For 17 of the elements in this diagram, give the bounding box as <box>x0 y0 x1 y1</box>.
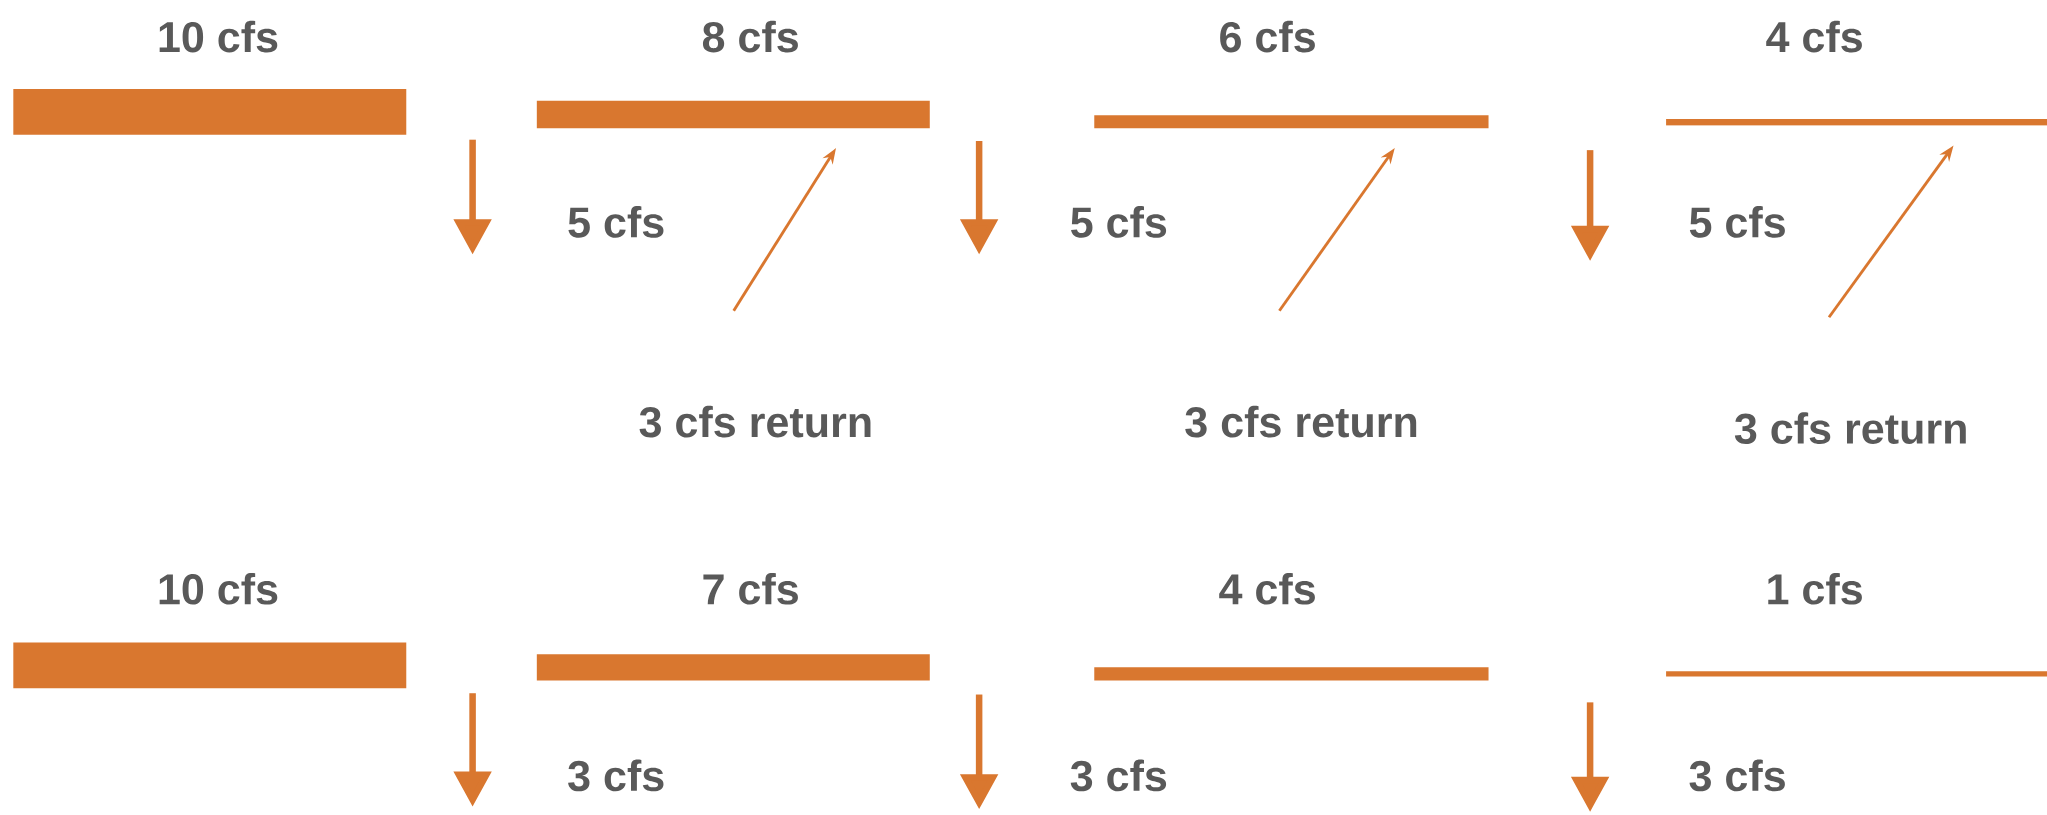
flow-label: 4 cfs <box>1766 20 1862 53</box>
return-label: 3 cfs return <box>1185 406 1417 438</box>
return-label: 3 cfs return <box>1734 412 1966 445</box>
flow-label: 4 cfs <box>1219 573 1315 605</box>
flow-label: 10 cfs <box>159 573 278 605</box>
flow-label: 3 cfs <box>1070 759 1167 792</box>
flow-label: 7 cfs <box>703 573 798 605</box>
flow-label: 5 cfs <box>568 206 664 238</box>
flow-label: 10 cfs <box>159 20 278 53</box>
flow-label: 5 cfs <box>1689 206 1785 238</box>
return-label: 3 cfs return <box>639 406 871 438</box>
flow-label: 8 cfs <box>702 20 798 53</box>
flow-label: 3 cfs <box>568 759 664 792</box>
flow-label: 6 cfs <box>1220 20 1315 53</box>
flow-label: 5 cfs <box>1071 206 1167 238</box>
flow-label: 3 cfs <box>1689 759 1785 792</box>
flow-label: 1 cfs <box>1768 573 1862 605</box>
